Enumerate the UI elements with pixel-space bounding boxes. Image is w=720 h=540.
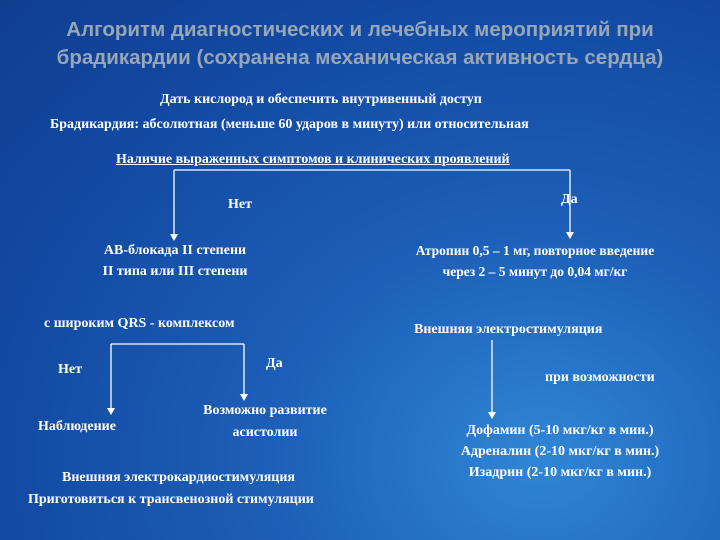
wide-qrs-yes-label: Да: [266, 356, 283, 371]
av-block-line-2: II типа или III степени: [102, 264, 248, 279]
branch-no-label: Нет: [228, 197, 252, 212]
oxygen-step: Дать кислород и обеспечить внутривенный …: [160, 92, 482, 107]
title-line-1: Алгоритм диагностических и лечебных меро…: [66, 18, 654, 41]
pacing-line-1: Внешняя электрокардиостимуляция: [62, 470, 296, 485]
wide-qrs-label: с широким QRS - комплексом: [44, 316, 235, 331]
if-possible-label: при возможности: [545, 370, 655, 385]
bradycardia-definition: Брадикардия: абсолютная (меньше 60 ударо…: [50, 117, 529, 132]
pacing-line-2: Приготовиться к трансвенозной стимуляции: [28, 492, 314, 507]
symptoms-question: Наличие выраженных симптомов и клиническ…: [116, 152, 510, 167]
observation-label: Наблюдение: [38, 419, 116, 434]
asystole-line-1: Возможно развитие: [203, 403, 327, 418]
atropine-line-2: через 2 – 5 минут до 0,04 мг/кг: [442, 264, 628, 279]
title-line-2: брадикардии (сохранена механическая акти…: [56, 46, 664, 69]
av-block-line-1: АВ-блокада II степени: [103, 243, 247, 258]
external-pacing-label: Внешняя электростимуляция: [414, 322, 603, 337]
dopamine-dose: Дофамин (5-10 мкг/кг в мин.): [466, 423, 654, 438]
branch-yes-label: Да: [561, 192, 578, 207]
wide-qrs-no-label: Нет: [58, 362, 82, 377]
isadrin-dose: Изадрин (2-10 мкг/кг в мин.): [468, 465, 652, 480]
page-title: Алгоритм диагностических и лечебных меро…: [0, 16, 720, 72]
atropine-line-1: Атропин 0,5 – 1 мг, повторное введение: [415, 243, 655, 258]
asystole-line-2: асистолии: [232, 425, 298, 440]
adrenaline-dose: Адреналин (2-10 мкг/кг в мин.): [460, 444, 660, 459]
